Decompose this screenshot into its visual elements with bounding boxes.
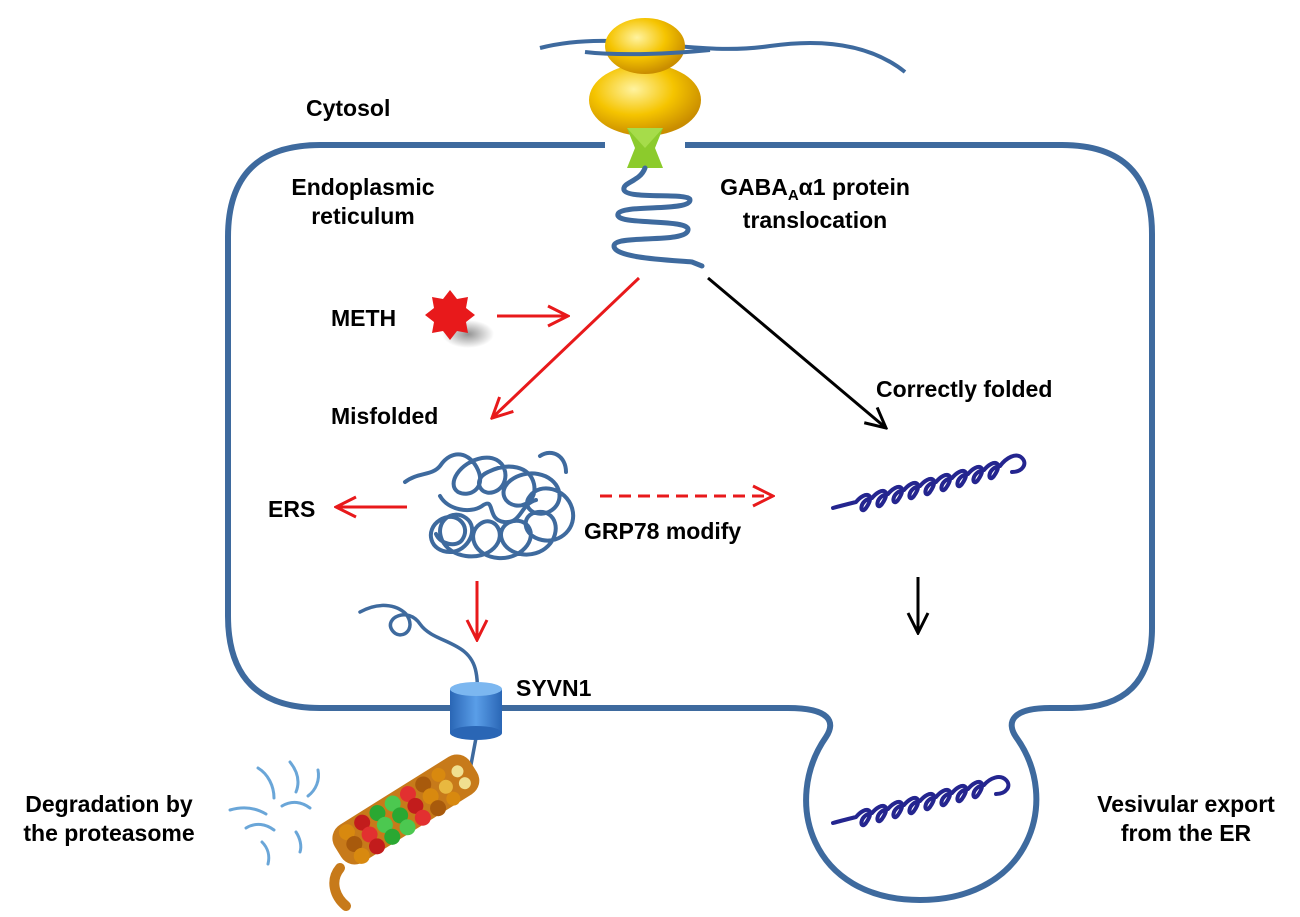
gaba-subscript: A xyxy=(787,187,799,204)
gaba-suffix: α1 protein xyxy=(798,174,910,200)
er-label-line1: Endoplasmic xyxy=(291,174,435,200)
misfolded-protein-icon xyxy=(403,450,576,561)
peptide-fragments-icon xyxy=(228,760,320,866)
misfolded-label: Misfolded xyxy=(331,403,439,429)
arrow-to-misfolded xyxy=(492,276,641,418)
proteasome-icon xyxy=(332,754,480,865)
nascent-polypeptide-icon xyxy=(611,165,705,269)
gaba-label-line1: GABAAα1 protein xyxy=(680,173,950,206)
gaba-label-line2: translocation xyxy=(742,206,888,233)
arrow-to-correctly-folded xyxy=(707,276,886,428)
mrna-strand-icon xyxy=(539,38,907,74)
er-label: Endoplasmic reticulum xyxy=(258,173,468,231)
gaba-prefix: GABA xyxy=(720,174,788,200)
ribosome-small-subunit-icon xyxy=(605,18,685,74)
vesicular-export-label: Vesivular export from the ER xyxy=(1078,790,1294,848)
ers-label: ERS xyxy=(268,496,316,522)
syvn1-channel-icon xyxy=(450,682,502,740)
proteasome-cap-icon xyxy=(329,863,351,911)
meth-label: METH xyxy=(331,305,397,331)
meth-molecule-icon xyxy=(425,290,475,340)
er-membrane xyxy=(225,142,1155,904)
gaba-label: GABAAα1 protein translocation xyxy=(680,173,950,235)
vesicular-export-label-line2: from the ER xyxy=(1120,819,1252,846)
syvn1-label: SYVN1 xyxy=(516,675,592,701)
degradation-label: Degradation by the proteasome xyxy=(0,790,218,848)
er-label-line2: reticulum xyxy=(311,202,415,229)
correctly-folded-label: Correctly folded xyxy=(876,376,1053,402)
ribosome-large-subunit-icon xyxy=(589,64,701,136)
degradation-label-line1: Degradation by xyxy=(25,791,193,817)
grp78-modify-label: GRP78 modify xyxy=(584,518,742,544)
vesicular-export-label-line1: Vesivular export xyxy=(1097,791,1275,817)
exported-helix-icon xyxy=(831,775,1011,828)
degradation-label-line2: the proteasome xyxy=(23,819,195,846)
correctly-folded-helix-icon xyxy=(831,453,1027,513)
cytosol-label: Cytosol xyxy=(306,95,391,121)
